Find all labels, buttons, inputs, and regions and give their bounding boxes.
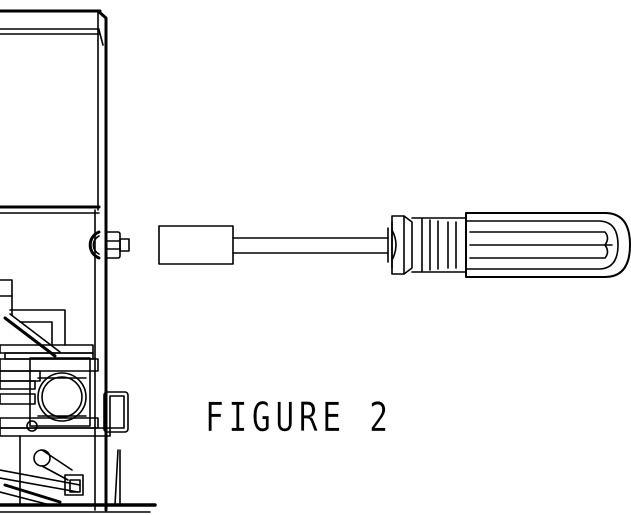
hex-nut-icon bbox=[90, 232, 129, 258]
machine-housing bbox=[0, 11, 155, 512]
figure-caption: FIGURE 2 bbox=[205, 395, 393, 441]
screwdriver-icon bbox=[159, 213, 630, 277]
